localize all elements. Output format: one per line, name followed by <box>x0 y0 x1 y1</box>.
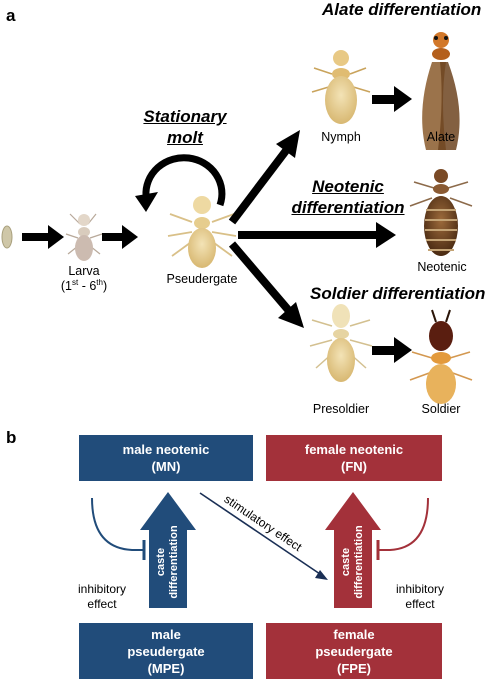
female-caste-differentiation-arrow <box>325 492 381 608</box>
female-caste-label-line1: caste <box>340 547 352 577</box>
presoldier-caption: Presoldier <box>312 402 370 416</box>
pseudergate-caption: Pseudergate <box>166 272 238 286</box>
neotenic-differentiation-line1: Neotenic <box>312 177 384 196</box>
panel-a-label: a <box>6 6 16 25</box>
neotenic-differentiation-heading: Neotenic differentiation <box>278 176 418 218</box>
male-inhibitory-line1: inhibitory <box>77 582 127 596</box>
male-caste-label-line1: caste <box>155 547 167 577</box>
female-inhibitory-line2: effect <box>405 597 435 611</box>
nymph-icon <box>311 50 371 124</box>
female-neotenic-box: female neotenic (FN) <box>266 435 442 481</box>
male-pseudergate-line2: pseudergate <box>127 643 205 659</box>
male-inhibitory-line2: effect <box>87 597 117 611</box>
larva-range-sup2: th <box>96 278 103 287</box>
male-caste-label-line2: differentiation <box>168 525 180 599</box>
female-inhibitory-line1: inhibitory <box>395 582 445 596</box>
soldier-caption: Soldier <box>421 402 461 416</box>
stationary-molt-loop-arrow <box>135 154 226 212</box>
neotenic-icon <box>409 169 473 256</box>
larva-caption: Larva (1st - 6th) <box>56 264 112 293</box>
neotenic-caption: Neotenic <box>417 260 467 274</box>
female-inhibitory-effect-label: inhibitory effect <box>380 582 460 612</box>
alate-icon <box>422 32 460 150</box>
male-pseudergate-box: male pseudergate (MPE) <box>79 623 253 679</box>
stationary-molt-line2: molt <box>167 128 203 147</box>
larva-instar-range: (1st - 6th) <box>56 278 112 293</box>
larva-range-end: ) <box>102 279 108 294</box>
male-caste-differentiation-arrow <box>140 492 196 608</box>
male-neotenic-name: male neotenic <box>122 442 210 457</box>
female-neotenic-abbrev: (FN) <box>341 459 367 474</box>
male-inhibitory-effect-arc <box>91 497 146 560</box>
presoldier-icon <box>309 304 373 382</box>
neotenic-differentiation-line2: differentiation <box>291 198 405 217</box>
female-pseudergate-box: female pseudergate (FPE) <box>266 623 442 679</box>
stationary-molt-heading: Stationary molt <box>130 106 240 148</box>
larva-range-sup1: st <box>71 278 79 287</box>
larva-range-mid: - 6 <box>78 279 97 294</box>
stimulatory-effect-arrow <box>199 492 328 580</box>
arrow-presoldier-to-soldier <box>372 337 412 363</box>
female-caste-label-line2: differentiation <box>353 525 365 599</box>
male-pseudergate-abbrev: (MPE) <box>147 660 185 676</box>
female-pseudergate-line2: pseudergate <box>315 643 393 659</box>
pseudergate-icon <box>167 196 237 268</box>
panel-b-label: b <box>6 428 17 447</box>
larva-label: Larva <box>68 264 100 278</box>
stationary-molt-line1: Stationary <box>143 107 227 126</box>
female-neotenic-name: female neotenic <box>304 442 404 457</box>
male-pseudergate-line1: male <box>151 626 181 642</box>
soldier-icon <box>409 309 473 404</box>
female-pseudergate-abbrev: (FPE) <box>337 660 371 676</box>
arrow-nymph-to-alate <box>372 86 412 112</box>
female-pseudergate-line1: female <box>333 626 375 642</box>
alate-caption: Alate <box>426 130 456 144</box>
arrow-to-presoldier <box>228 241 304 328</box>
female-inhibitory-effect-arc <box>376 497 429 560</box>
larva-range-start: (1 <box>60 279 72 294</box>
arrow-larva-to-pseudergate <box>102 225 138 249</box>
arrow-to-neotenic <box>238 222 396 248</box>
nymph-caption: Nymph <box>321 130 361 144</box>
larva-icon <box>65 213 103 261</box>
soldier-differentiation-heading: Soldier differentiation <box>310 284 486 303</box>
arrow-egg-to-larva <box>22 225 64 249</box>
alate-differentiation-heading: Alate differentiation <box>322 0 482 19</box>
male-neotenic-abbrev: (MN) <box>151 459 181 474</box>
arrow-to-nymph <box>228 130 300 225</box>
male-inhibitory-effect-label: inhibitory effect <box>62 582 142 612</box>
male-neotenic-box: male neotenic (MN) <box>79 435 253 481</box>
egg-icon <box>1 225 13 249</box>
